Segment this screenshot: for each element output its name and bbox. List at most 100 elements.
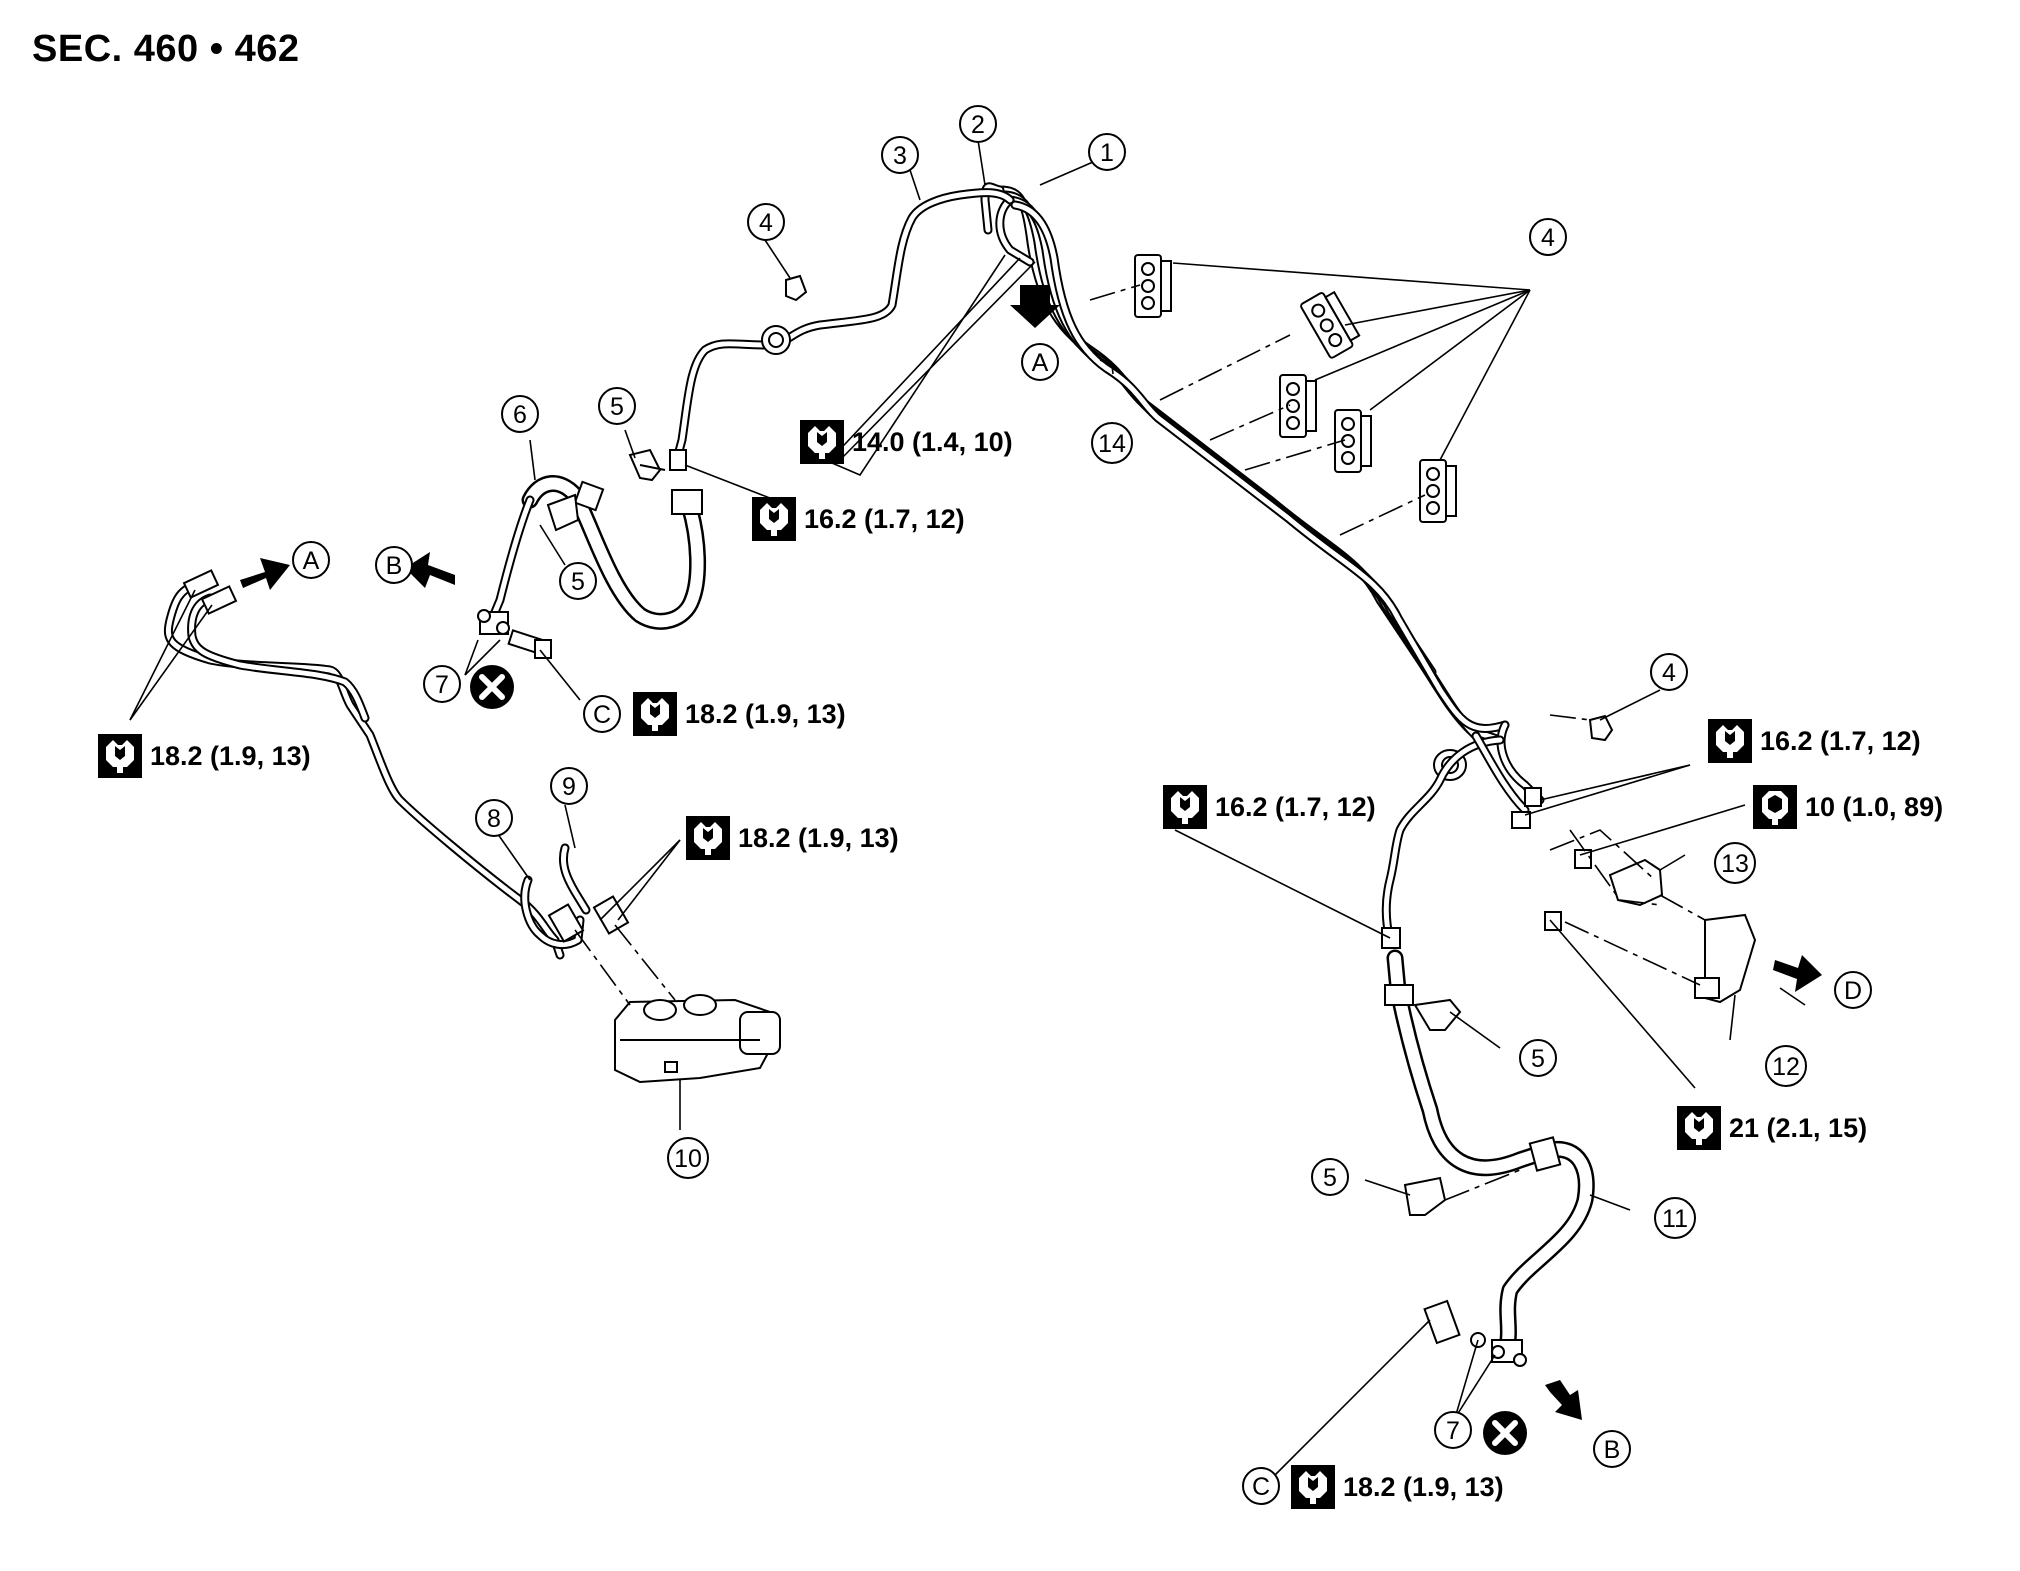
flare-nuts-left	[182, 569, 238, 615]
pipe-6-lower	[490, 495, 535, 617]
do-not-reuse-icon	[1483, 1411, 1527, 1455]
callout-12: 12	[1765, 1045, 1807, 1087]
banjo-union-6	[477, 609, 552, 659]
svg-text:14.0 (1.4, 10): 14.0 (1.4, 10)	[852, 427, 1013, 457]
svg-text:A: A	[303, 547, 320, 575]
torque-18-2-c-top: 18.2 (1.9, 13)	[633, 692, 846, 736]
svg-text:11: 11	[1662, 1205, 1688, 1233]
grommet-3	[761, 325, 791, 355]
dash-dot-lines	[574, 284, 1706, 1201]
pipe-clip-4-c	[1279, 374, 1317, 438]
callout-10: 10	[667, 1137, 709, 1179]
callout-5-c: 5	[1519, 1039, 1557, 1077]
svg-text:5: 5	[1531, 1045, 1545, 1073]
svg-text:10: 10	[674, 1145, 702, 1173]
svg-text:16.2 (1.7, 12): 16.2 (1.7, 12)	[1215, 792, 1376, 822]
svg-text:14: 14	[1098, 430, 1126, 458]
hose-6	[521, 475, 707, 630]
pipe-8-valve-end	[520, 843, 630, 950]
callout-1: 1	[1088, 133, 1126, 171]
callout-2: 2	[959, 105, 997, 143]
svg-text:5: 5	[571, 568, 585, 596]
svg-text:B: B	[1604, 1436, 1621, 1464]
ref-a-top: A	[1021, 343, 1059, 381]
ref-d: D	[1834, 971, 1872, 1009]
clip-4-right	[1588, 714, 1614, 742]
svg-text:4: 4	[759, 209, 773, 237]
main-pipe-bundle-14	[995, 185, 1510, 745]
svg-text:8: 8	[487, 805, 501, 833]
svg-text:5: 5	[1323, 1164, 1337, 1192]
pipe-8	[163, 580, 565, 960]
section-title: SEC. 460 • 462	[32, 28, 300, 70]
callout-7-bottom: 7	[1434, 1411, 1472, 1449]
callout-7-top: 7	[423, 665, 461, 703]
callout-5-a: 5	[598, 387, 636, 425]
pipe-right-to-13b	[1471, 731, 1542, 829]
bracket-12	[1544, 911, 1757, 1004]
svg-text:18.2 (1.9, 13): 18.2 (1.9, 13)	[1343, 1472, 1504, 1502]
svg-text:2: 2	[971, 111, 985, 139]
ref-c-bottom: C	[1242, 1467, 1280, 1505]
callout-4-right: 4	[1650, 653, 1688, 691]
ref-b-bottom: B	[1593, 1430, 1631, 1468]
leader-lines	[129, 139, 1806, 1476]
pipe-9	[187, 593, 370, 723]
svg-text:4: 4	[1541, 224, 1555, 252]
pipe-right-to-13	[1496, 720, 1545, 805]
svg-text:6: 6	[513, 401, 527, 429]
direction-arrow-icon	[240, 285, 1822, 1420]
svg-text:C: C	[1252, 1473, 1270, 1501]
svg-text:12: 12	[1772, 1053, 1800, 1081]
svg-text:18.2 (1.9, 13): 18.2 (1.9, 13)	[150, 741, 311, 771]
svg-text:10 (1.0, 89): 10 (1.0, 89)	[1805, 792, 1943, 822]
svg-text:A: A	[1032, 349, 1049, 377]
torque-16-2-top: 16.2 (1.7, 12)	[752, 497, 965, 541]
svg-text:7: 7	[1446, 1417, 1460, 1445]
svg-text:1: 1	[1100, 139, 1114, 167]
clip-5-d	[1403, 1176, 1447, 1216]
svg-text:C: C	[593, 701, 611, 729]
torque-16-2-right: 16.2 (1.7, 12)	[1708, 719, 1921, 763]
do-not-reuse-icon	[470, 665, 514, 709]
callout-8: 8	[475, 799, 513, 837]
callout-4-clips: 4	[1529, 218, 1567, 256]
callout-5-d: 5	[1311, 1158, 1349, 1196]
hose-11	[1384, 949, 1595, 1349]
ref-b-top: B	[375, 546, 413, 584]
callout-9: 9	[550, 767, 588, 805]
callout-5-b: 5	[559, 562, 597, 600]
bracket-13	[1574, 849, 1664, 907]
pipe-right-down	[1381, 735, 1505, 949]
svg-text:9: 9	[562, 773, 576, 801]
callout-13: 13	[1714, 842, 1756, 884]
svg-text:B: B	[386, 552, 403, 580]
torque-16-2-center: 16.2 (1.7, 12)	[1163, 785, 1376, 829]
pipe-3	[673, 188, 1015, 460]
flare-nut-3	[669, 449, 687, 471]
clip-5-c	[1413, 998, 1462, 1031]
svg-text:18.2 (1.9, 13): 18.2 (1.9, 13)	[685, 699, 846, 729]
ref-c-top: C	[583, 695, 621, 733]
callout-14: 14	[1091, 422, 1133, 464]
torque-18-2-bottom: 18.2 (1.9, 13)	[1291, 1465, 1504, 1509]
callout-4-top: 4	[747, 203, 785, 241]
pipe-clip-4-a	[1134, 254, 1172, 318]
svg-text:5: 5	[610, 393, 624, 421]
callout-3: 3	[881, 136, 919, 174]
svg-text:D: D	[1844, 977, 1862, 1005]
clip-5-b	[546, 493, 580, 532]
pipe-clip-4-e	[1419, 459, 1457, 523]
svg-text:3: 3	[893, 142, 907, 170]
svg-text:18.2 (1.9, 13): 18.2 (1.9, 13)	[738, 823, 899, 853]
svg-text:21 (2.1, 15): 21 (2.1, 15)	[1729, 1113, 1867, 1143]
callout-6: 6	[501, 395, 539, 433]
pipe-2	[995, 195, 1035, 267]
ref-a-left: A	[292, 541, 330, 579]
clip-5-a	[628, 448, 666, 482]
torque-18-2-mid: 18.2 (1.9, 13)	[686, 816, 899, 860]
proportioning-valve-10	[614, 994, 781, 1084]
svg-text:16.2 (1.7, 12): 16.2 (1.7, 12)	[804, 504, 965, 534]
banjo-union-11	[1423, 1299, 1527, 1367]
torque-21: 21 (2.1, 15)	[1677, 1106, 1867, 1150]
